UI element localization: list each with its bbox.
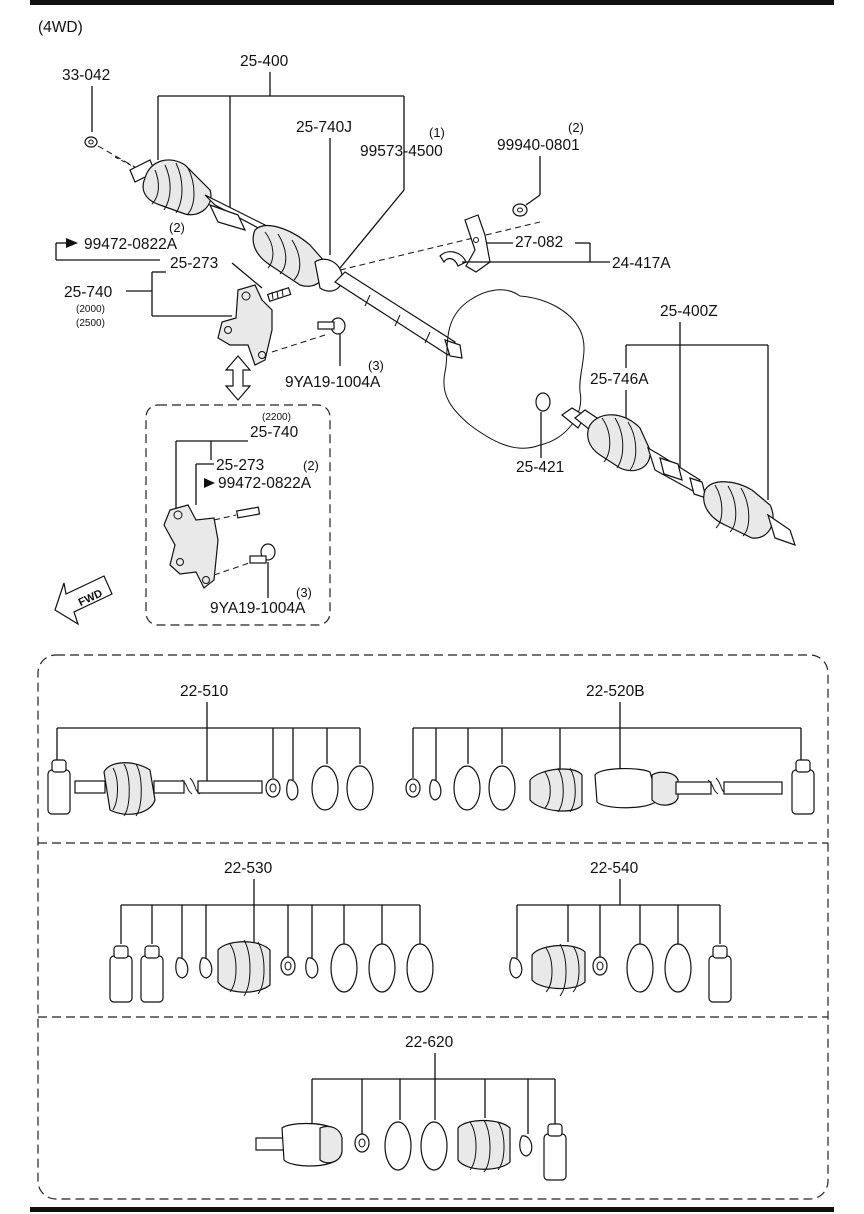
label-25-421[interactable]: 25-421 (516, 459, 564, 476)
kit-22-620[interactable]: 22-620 (255, 1034, 567, 1181)
kit-22-510[interactable]: 22-510 (47, 683, 374, 817)
kit-22-530[interactable]: 22-530 (109, 860, 434, 1003)
label-25-740J[interactable]: 25-740J (296, 119, 352, 136)
qty-99472: (2) (169, 220, 185, 235)
support-bracket-upper[interactable] (217, 284, 273, 366)
label-25-746A[interactable]: 25-746A (590, 371, 649, 388)
label-25-740[interactable]: 25-740 (64, 284, 113, 301)
upper-assembly: 33-042 25-400 25-740J (1) 99573-4500 (54, 53, 796, 626)
label-99940-0801[interactable]: 99940-0801 (497, 137, 580, 154)
label-22-530[interactable]: 22-530 (224, 860, 273, 877)
left-drive-shaft[interactable] (114, 156, 463, 359)
note-2500: (2500) (76, 318, 105, 329)
label-22-520B[interactable]: 22-520B (586, 683, 645, 700)
support-bracket-inset[interactable] (163, 504, 219, 589)
label-99573-4500[interactable]: 99573-4500 (360, 143, 443, 160)
label-22-620[interactable]: 22-620 (405, 1034, 454, 1051)
right-drive-shaft[interactable] (561, 407, 796, 546)
label-33-042[interactable]: 33-042 (62, 67, 110, 84)
inset-label-25-273[interactable]: 25-273 (216, 457, 264, 474)
label-27-082[interactable]: 27-082 (515, 234, 563, 251)
inset-label-25-740[interactable]: 25-740 (250, 424, 299, 441)
label-25-400Z[interactable]: 25-400Z (660, 303, 718, 320)
label-24-417A[interactable]: 24-417A (612, 255, 671, 272)
bolt-9YA19-inset (249, 543, 276, 564)
kit-22-540[interactable]: 22-540 (509, 860, 732, 1003)
snap-ring-25-421 (535, 392, 551, 412)
nut-33-042 (84, 136, 98, 148)
qty-99940: (2) (568, 120, 584, 135)
bolt-99472-inset (235, 506, 261, 519)
note-2000: (2000) (76, 304, 105, 315)
label-9YA19-1004A[interactable]: 9YA19-1004A (285, 374, 381, 391)
kit-22-520B[interactable]: 22-520B (405, 683, 815, 815)
bolt-99472-upper (266, 286, 292, 302)
top-rule (30, 0, 834, 5)
qty-99573: (1) (429, 125, 445, 140)
label-22-510[interactable]: 22-510 (180, 683, 229, 700)
inset-label-9YA19-1004A[interactable]: 9YA19-1004A (210, 600, 306, 617)
label-25-273[interactable]: 25-273 (170, 255, 218, 272)
bolt-9YA19-upper (317, 317, 346, 335)
fwd-arrow-icon: FWD (54, 575, 113, 626)
label-22-540[interactable]: 22-540 (590, 860, 639, 877)
label-25-400[interactable]: 25-400 (240, 53, 289, 70)
inset-qty-9YA19: (3) (296, 585, 312, 600)
inset-note-2200: (2200) (262, 412, 291, 423)
bearing-bracket[interactable] (439, 214, 491, 273)
swap-arrow-icon (224, 355, 252, 401)
washer-99940 (512, 203, 528, 217)
transmission-case (443, 289, 585, 449)
bottom-rule (30, 1207, 834, 1212)
variant-label: (4WD) (38, 19, 83, 36)
inset-qty-99472: (2) (303, 458, 319, 473)
kits-frame (37, 654, 829, 1200)
inset-label-99472-0822A[interactable]: 99472-0822A (218, 475, 312, 492)
qty-9YA19: (3) (368, 358, 384, 373)
label-99472-0822A[interactable]: 99472-0822A (84, 236, 178, 253)
